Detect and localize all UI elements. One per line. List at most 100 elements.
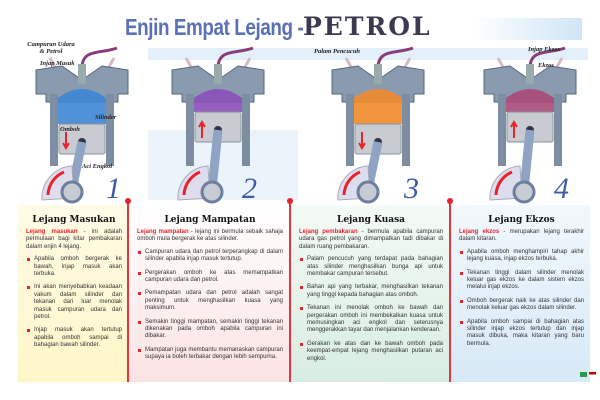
bullet-item: Apabila omboh sampai di bahagian atas si… xyxy=(459,319,584,349)
label-exhaust-valve: Injap Ekzos xyxy=(528,46,560,53)
spark-plug xyxy=(526,64,534,84)
connecting-rod xyxy=(207,129,223,191)
stroke-number-3: 3 xyxy=(404,172,419,205)
bullet-item: Gerakan ke atas dan ke bawah omboh pada … xyxy=(299,341,443,363)
panel-intro: Lejang pembakaran - bermula apabila camp… xyxy=(299,229,443,251)
label-exhaust: Ekzos xyxy=(538,62,554,69)
cylinder-wall-right xyxy=(402,94,410,166)
keyword: Lejang masukan xyxy=(26,229,78,235)
label-cylinder: Silinder xyxy=(95,114,117,121)
intro-text: - ini adalah permulaan bagi kitar pembak… xyxy=(26,229,122,250)
cylinder-wall-left xyxy=(346,94,354,166)
bullet-item: Tekanan ini menolak omboh ke bawah dan p… xyxy=(299,305,443,335)
panel-power: Lejang Kuasa Lejang pembakaran - bermula… xyxy=(291,205,449,382)
panel-intake: Lejang Masukan Lejang masukan - ini adal… xyxy=(18,205,128,382)
bullet-list: Campuran udara dan petrol terperangkap d… xyxy=(137,249,283,362)
cylinder-wall-left xyxy=(50,94,58,166)
crankshaft xyxy=(512,180,536,204)
crankshaft xyxy=(60,180,84,204)
bullet-item: Apabila omboh menghampiri tahap akhir le… xyxy=(459,249,584,264)
crankshaft xyxy=(200,180,224,204)
bullet-list: Apabila omboh menghampiri tahap akhir le… xyxy=(459,249,584,348)
panel-heading: Lejang Kuasa xyxy=(336,215,405,225)
page-title: Enjin Empat Lejang - PETROL xyxy=(125,12,432,41)
stroke-number-4: 4 xyxy=(554,172,569,205)
bullet-item: Tekanan tinggi dalam silinder menolak ke… xyxy=(459,270,584,292)
engine-diagram-power xyxy=(318,40,448,210)
label-spark-plug: Palam Pencucuh xyxy=(314,48,361,55)
cylinder-wall-right xyxy=(242,94,250,166)
ignition-wire xyxy=(528,46,566,69)
panel-intro: Lejang mampatan - lejang ini bermula seb… xyxy=(137,229,283,244)
rotation-arrow-icon xyxy=(182,170,201,196)
combustion-chamber xyxy=(354,89,402,124)
label-mixture: Campuran Udara & Petrol xyxy=(27,41,75,55)
bullet-item: Injap masuk akan tertutup apabila omboh … xyxy=(26,327,122,349)
crankshaft xyxy=(356,180,380,204)
label-piston: Omboh xyxy=(60,126,80,133)
panel-heading: Lejang Masukan xyxy=(32,215,116,225)
bullet-item: Apabila omboh bergerak ke bawah, injap m… xyxy=(26,256,122,278)
logo-icon xyxy=(580,372,587,377)
cylinder-wall-right xyxy=(106,94,114,166)
arrow-up-icon xyxy=(198,120,206,138)
bullet-item: Pergerakan omboh ke atas memampatkan cam… xyxy=(137,270,283,285)
panel-heading: Lejang Ekzos xyxy=(488,215,555,225)
engine-diagram-intake xyxy=(22,40,152,210)
rotation-arrow-icon xyxy=(342,170,361,196)
spark-plug xyxy=(78,64,86,84)
keyword: Lejang mampatan xyxy=(137,229,189,235)
panel-intro: Lejang ekzos - merupakan lejang terakhir… xyxy=(459,229,584,244)
panel-heading: Lejang Mampatan xyxy=(164,215,256,225)
stroke-number-1: 1 xyxy=(106,172,121,205)
intro-text: - bermula apabila campuran udara gas pet… xyxy=(299,229,443,250)
combustion-chamber xyxy=(506,89,554,112)
ignition-wire xyxy=(80,46,118,69)
rotation-arrow-icon xyxy=(494,170,513,196)
keyword: Lejang pembakaran xyxy=(299,229,358,235)
panel-compression: Lejang Mampatan Lejang mampatan - lejang… xyxy=(129,205,289,382)
arrow-down-icon xyxy=(358,132,366,150)
combustion-chamber xyxy=(58,89,106,124)
panel-exhaust: Lejang Ekzos Lejang ekzos - merupakan le… xyxy=(451,205,590,382)
bullet-item: Mampatan juga membantu memanaskan campur… xyxy=(137,347,283,362)
panel-intro: Lejang masukan - ini adalah permulaan ba… xyxy=(26,229,122,251)
logos xyxy=(580,372,596,377)
spark-plug xyxy=(374,64,382,84)
background-band xyxy=(470,18,582,40)
intro-text: - merupakan lejang terakhir dalam kitara… xyxy=(459,229,584,243)
bullet-item: Pemampatan udara dan petrol adalah sanga… xyxy=(137,290,283,312)
arrow-up-icon xyxy=(510,120,518,138)
engine-diagram-compression xyxy=(158,40,288,210)
title-part1: Enjin Empat Lejang - xyxy=(125,14,304,40)
combustion-chamber xyxy=(194,89,242,112)
rotation-arrow-icon xyxy=(46,170,65,196)
background-band xyxy=(148,48,588,60)
column-divider xyxy=(125,198,131,382)
ignition-wire xyxy=(376,46,414,69)
bullet-list: Apabila omboh bergerak ke bawah, injap m… xyxy=(26,256,122,349)
engine-diagram-exhaust xyxy=(470,40,600,210)
spark-plug xyxy=(214,64,222,84)
bullet-item: Ini akan menyebabkan keadaan vakum dalam… xyxy=(26,284,122,321)
label-intake-valve: Injap Masuk xyxy=(40,60,75,67)
ignition-wire xyxy=(216,46,254,69)
column-divider xyxy=(287,198,293,382)
cylinder-wall-left xyxy=(498,94,506,166)
cylinder-wall-left xyxy=(186,94,194,166)
bullet-item: Omboh bergerak naik ke atas silinder dan… xyxy=(459,298,584,313)
label-crankshaft: Aci Engkol xyxy=(82,163,113,170)
intro-text: - lejang ini bermula sebaik sahaja omboh… xyxy=(137,229,283,243)
bullet-item: Bahan api yang terbakar, menghasilkan te… xyxy=(299,284,443,299)
flag-icon xyxy=(589,372,596,377)
column-divider xyxy=(447,198,453,382)
title-petrol: PETROL xyxy=(303,12,432,41)
bullet-item: Campuran udara dan petrol terperangkap d… xyxy=(137,249,283,264)
cylinder-wall-right xyxy=(554,94,562,166)
keyword: Lejang ekzos xyxy=(459,229,500,235)
bullet-item: Semakin tinggi mampatan, semakin tinggi … xyxy=(137,319,283,341)
stroke-number-2: 2 xyxy=(242,172,257,205)
bullet-list: Palam pencucuh yang terdapat pada bahagi… xyxy=(299,256,443,363)
connecting-rod xyxy=(519,129,535,191)
bullet-item: Palam pencucuh yang terdapat pada bahagi… xyxy=(299,256,443,278)
